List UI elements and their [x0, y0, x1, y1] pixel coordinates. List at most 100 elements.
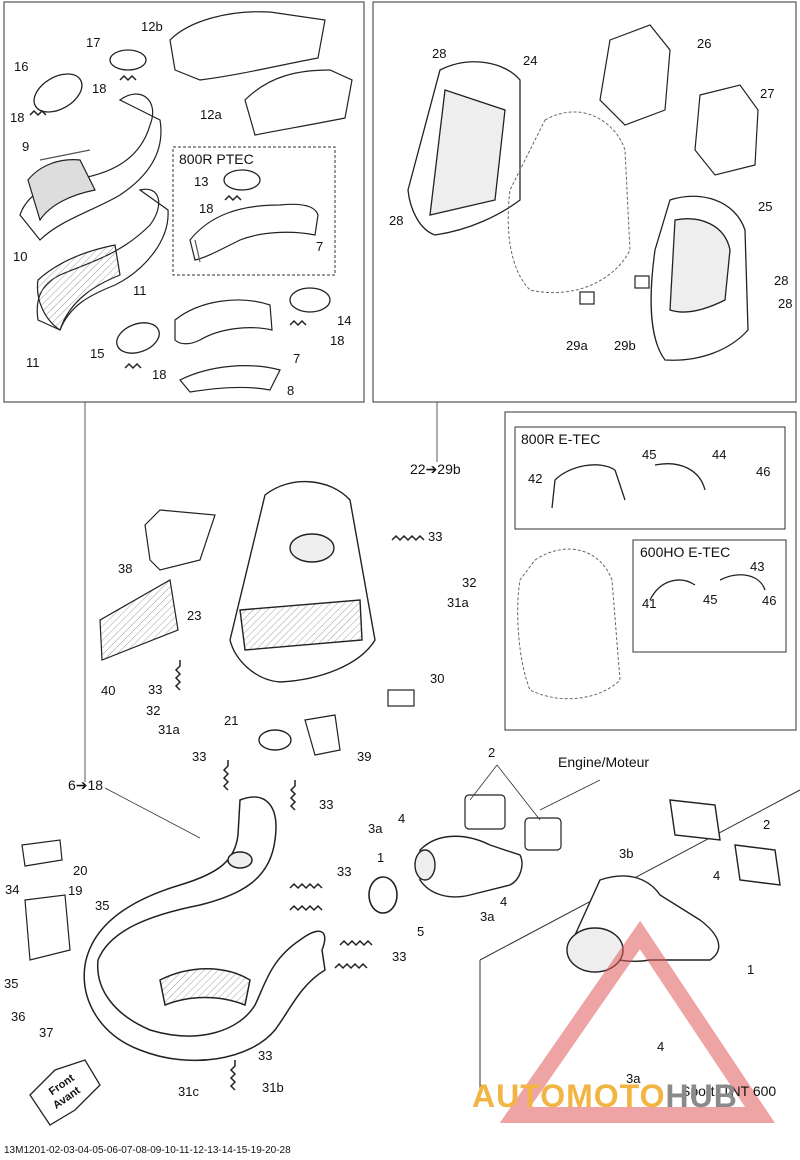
- callout-44: 44: [712, 447, 727, 462]
- callout-1: 1: [377, 850, 385, 865]
- springs-18: [29, 74, 307, 370]
- note-ref-22-29b: 22➔29b: [410, 461, 461, 477]
- callout-3b: 3b: [619, 846, 634, 861]
- callout-37: 37: [39, 1025, 54, 1040]
- callout-33: 33: [337, 864, 352, 879]
- callout-19: 19: [68, 883, 83, 898]
- springs-33: [174, 534, 425, 1091]
- sleeve-7-lower: [174, 299, 273, 345]
- callout-45: 45: [703, 592, 718, 607]
- grommets-29: [579, 275, 650, 305]
- pipe-9-upper: [19, 93, 162, 241]
- callout-33: 33: [192, 749, 207, 764]
- diagram-reference-code: 13M1201-02-03-04-05-06-07-08-09-10-11-12…: [4, 1145, 291, 1156]
- heat-sheet-40: [99, 579, 179, 661]
- callout-45: 45: [642, 447, 657, 462]
- frame-etec600: [632, 539, 787, 653]
- shield-8: [179, 365, 281, 393]
- callout-28: 28: [389, 213, 404, 228]
- callout-23: 23: [187, 608, 202, 623]
- bracket-39: [304, 714, 341, 756]
- callout-33: 33: [319, 797, 334, 812]
- callout-39: 39: [357, 749, 372, 764]
- callout-18: 18: [92, 81, 107, 96]
- callout-10: 10: [13, 249, 28, 264]
- frame-etec800: [514, 426, 786, 530]
- callout-31b: 31b: [262, 1080, 284, 1095]
- manifold-1: [414, 835, 523, 898]
- callout-32: 32: [146, 703, 161, 718]
- callout-28: 28: [778, 296, 793, 311]
- callout-11: 11: [133, 283, 147, 298]
- callout-8: 8: [287, 383, 295, 398]
- shield-12b: [169, 11, 326, 81]
- watermark-logo: AUTOMOTOHUB: [472, 1078, 738, 1115]
- callout-33: 33: [258, 1048, 273, 1063]
- muffler-main: [229, 480, 376, 683]
- callout-20: 20: [73, 863, 88, 878]
- callout-25: 25: [758, 199, 773, 214]
- clamp-rings: [33, 49, 331, 354]
- expansion-chamber: [83, 796, 326, 1062]
- callout-2: 2: [488, 745, 496, 760]
- pipe-10-lower: [36, 188, 169, 331]
- callout-18: 18: [152, 367, 167, 382]
- callout-33: 33: [148, 682, 163, 697]
- callout-14: 14: [337, 313, 352, 328]
- frame-etec-outer: [504, 411, 797, 731]
- shield-12a: [244, 69, 353, 136]
- gasket-21: [258, 729, 292, 751]
- watermark-triangle: [499, 920, 775, 1123]
- etec800-sensor: [551, 463, 706, 509]
- callout-26: 26: [697, 36, 712, 51]
- callout-3a: 3a: [368, 821, 383, 836]
- leaders: [84, 402, 601, 839]
- inset-sport: [479, 789, 800, 1100]
- box-title-ptec: 800R PTEC: [179, 151, 254, 167]
- callout-41: 41: [642, 596, 657, 611]
- callout-21: 21: [224, 713, 239, 728]
- gaskets-26-27: [599, 24, 759, 176]
- callout-24: 24: [523, 53, 538, 68]
- callout-18: 18: [10, 110, 25, 125]
- callout-35: 35: [95, 898, 110, 913]
- muffler-25: [650, 195, 749, 361]
- callout-5: 5: [417, 924, 425, 939]
- callout-31a: 31a: [447, 595, 469, 610]
- callout-7: 7: [293, 351, 301, 366]
- etec600-sensor: [649, 574, 766, 601]
- callout-9: 9: [22, 139, 30, 154]
- callout-4: 4: [398, 811, 406, 826]
- callout-31c: 31c: [178, 1084, 199, 1099]
- callout-12a: 12a: [200, 107, 222, 122]
- bracket-34: [21, 839, 71, 961]
- frames: [3, 1, 797, 731]
- callout-46: 46: [756, 464, 771, 479]
- callout-16: 16: [14, 59, 29, 74]
- note-sport: Sport, TNT 600: [681, 1083, 777, 1099]
- watermark-part1: AUTOMOTO: [472, 1078, 666, 1114]
- callout-18: 18: [199, 201, 214, 216]
- callout-31a: 31a: [158, 722, 180, 737]
- callout-17: 17: [86, 35, 101, 50]
- callout-2: 2: [763, 817, 771, 832]
- callout-30: 30: [430, 671, 445, 686]
- seal-5: [368, 876, 398, 914]
- callout-1: 1: [747, 962, 755, 977]
- callout-7: 7: [316, 239, 324, 254]
- callout-3a: 3a: [626, 1071, 641, 1086]
- heat-shields-12: [169, 11, 353, 136]
- callout-28: 28: [774, 273, 789, 288]
- callout-18: 18: [330, 333, 345, 348]
- callout-13: 13: [194, 174, 209, 189]
- callout-33: 33: [392, 949, 407, 964]
- callout-29b: 29b: [614, 338, 636, 353]
- callout-35: 35: [4, 976, 19, 991]
- box-title-etec600: 600HO E-TEC: [640, 544, 731, 560]
- callout-4: 4: [657, 1039, 665, 1054]
- callout-38: 38: [118, 561, 133, 576]
- callout-4: 4: [500, 894, 508, 909]
- callout-46: 46: [762, 593, 777, 608]
- callout-28: 28: [432, 46, 447, 61]
